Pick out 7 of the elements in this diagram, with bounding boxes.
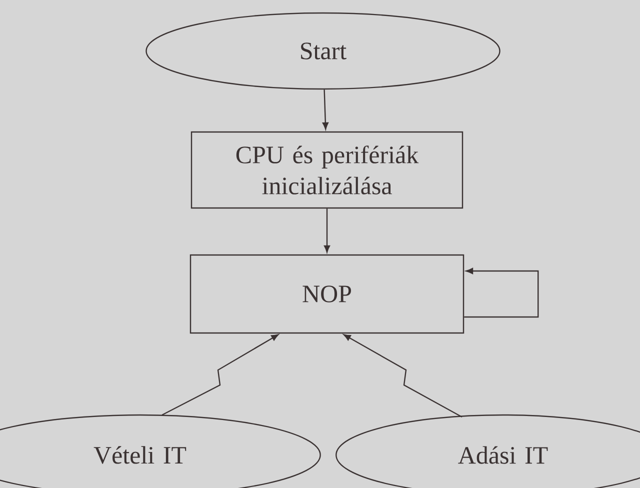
- arrow: [322, 90, 328, 130]
- loop-arrow: [464, 268, 539, 318]
- lightning-arrow: [343, 334, 462, 418]
- process-box: NOP: [190, 254, 464, 334]
- arrow: [324, 208, 330, 253]
- lightning-arrow: [162, 334, 279, 416]
- process-box: CPU és perifériák inicializálása: [190, 131, 464, 209]
